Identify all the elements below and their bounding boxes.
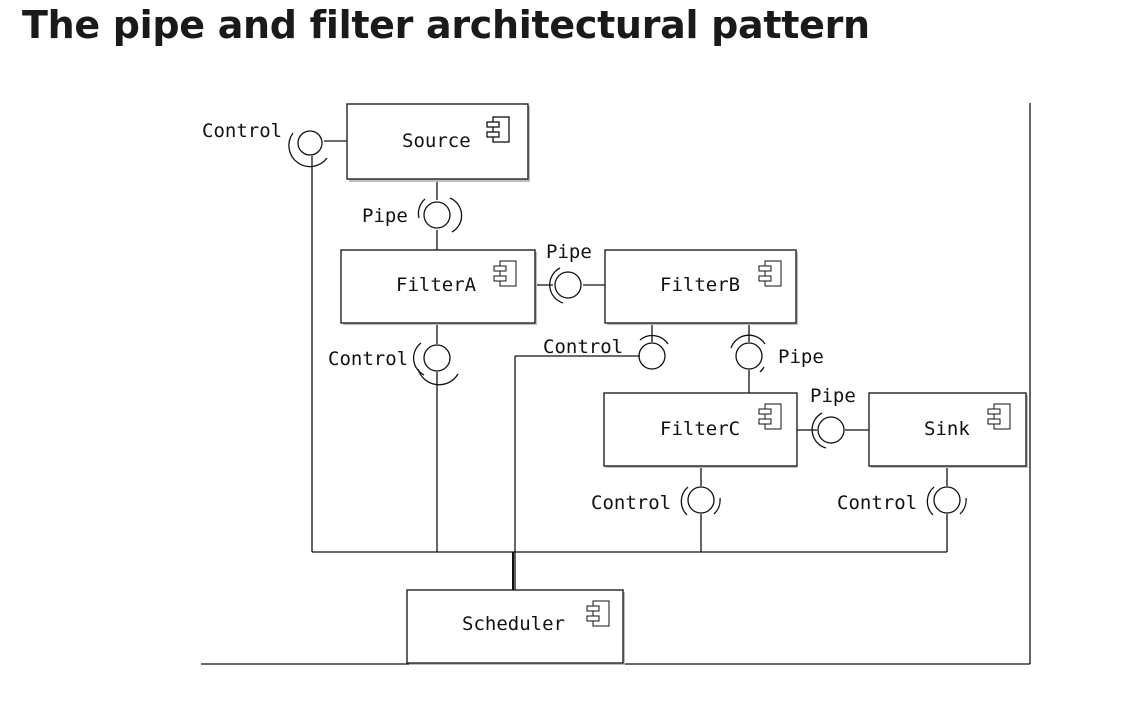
interface-label-filter-c-control: Control: [591, 492, 671, 514]
socket-icon: [926, 486, 935, 516]
interface-label-source-pipe: Pipe: [362, 205, 408, 227]
component-source: Source: [346, 103, 530, 182]
component-icon: [758, 403, 782, 430]
ball-icon: [297, 130, 323, 156]
component-icon: [486, 116, 510, 143]
component-label: Source: [402, 130, 471, 152]
interface-symbols: [288, 130, 967, 516]
interface-label-sink-control: Control: [837, 492, 917, 514]
interface-label-filter-b-control: Control: [543, 336, 623, 358]
ball-icon: [687, 486, 715, 514]
interface-label-source-control: Control: [202, 120, 282, 142]
component-label: Scheduler: [462, 613, 565, 635]
interface-label-filter-c-sink-pipe: Pipe: [810, 385, 856, 407]
ball-icon: [817, 416, 845, 444]
ball-icon: [423, 344, 451, 372]
ball-icon: [554, 271, 582, 299]
component-filter-b: FilterB: [604, 249, 798, 325]
component-sink: Sink: [868, 392, 1028, 468]
component-label: FilterA: [396, 274, 477, 296]
component-icon: [758, 260, 782, 287]
interface-label-filter-a-control: Control: [328, 348, 408, 370]
ball-icon: [933, 486, 961, 514]
socket-icon: [680, 486, 689, 516]
socket-icon: [811, 412, 827, 449]
interface-label-filter-ab-pipe: Pipe: [546, 241, 592, 263]
ball-icon: [638, 342, 666, 370]
interface-label-filter-b-pipe: Pipe: [778, 346, 824, 368]
socket-icon: [549, 267, 564, 304]
socket-icon: [412, 342, 425, 376]
ball-icon: [423, 201, 451, 229]
component-label: FilterB: [660, 274, 740, 296]
component-filter-c: FilterC: [603, 392, 798, 468]
component-icon: [493, 260, 517, 287]
component-filter-a: FilterA: [340, 249, 537, 325]
component-icon: [586, 600, 610, 627]
component-icon: [987, 403, 1011, 430]
component-label: FilterC: [660, 418, 740, 440]
ball-icon: [735, 342, 763, 370]
socket-icon: [288, 132, 328, 168]
component-label: Sink: [924, 418, 970, 440]
socket-icon: [449, 197, 463, 233]
connector-wires: [311, 140, 948, 590]
socket-icon: [639, 334, 669, 345]
component-scheduler: Scheduler: [406, 589, 625, 665]
page-title: The pipe and filter architectural patter…: [22, 3, 870, 47]
socket-icon: [730, 334, 766, 349]
